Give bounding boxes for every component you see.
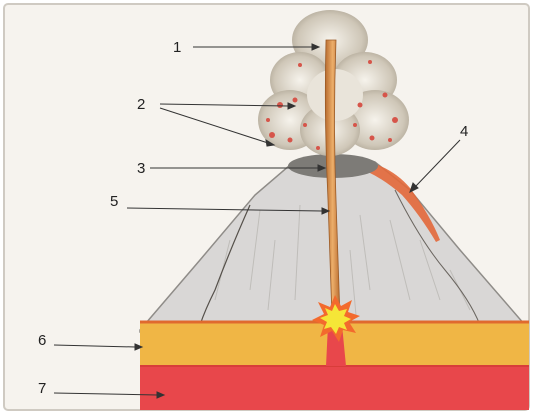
label-6: 6 xyxy=(38,332,46,349)
label-2: 2 xyxy=(137,96,145,113)
label-4: 4 xyxy=(460,123,468,140)
label-1: 1 xyxy=(173,39,181,56)
label-7: 7 xyxy=(38,380,46,397)
layer-lower xyxy=(140,366,529,410)
label-5: 5 xyxy=(110,193,118,210)
label-3: 3 xyxy=(137,160,145,177)
